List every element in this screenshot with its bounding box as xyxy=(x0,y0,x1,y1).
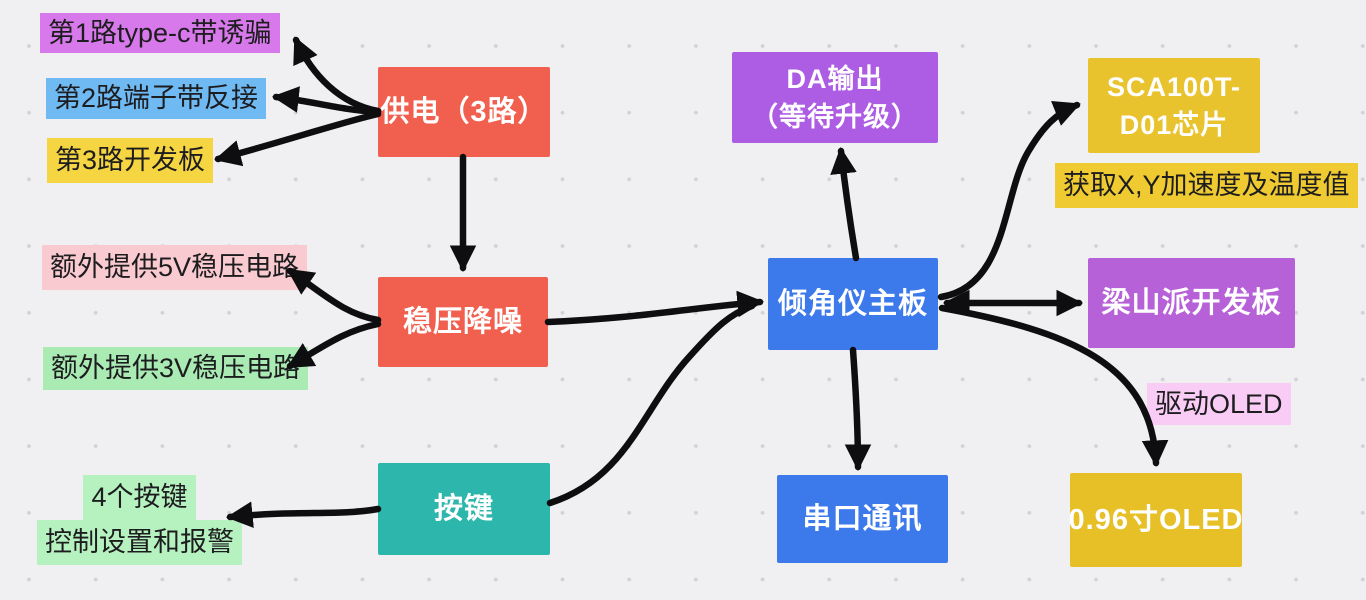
node-regulator[interactable]: 稳压降噪 xyxy=(378,277,548,367)
node-mainboard-text: 倾角仪主板 xyxy=(777,288,928,320)
node-regulator-text: 稳压降噪 xyxy=(402,306,523,338)
label-route3-text: 第3路开发板 xyxy=(47,138,214,183)
node-sca-chip-text: SCA100T- xyxy=(1106,71,1242,102)
label-route2[interactable]: 第2路端子带反接 xyxy=(46,78,267,119)
label-extra3v-text: 额外提供3V稳压电路 xyxy=(43,347,309,390)
label-four-keys-text: 控制设置和报警 xyxy=(37,520,242,565)
node-liangshan[interactable]: 梁山派开发板 xyxy=(1088,258,1295,348)
node-power[interactable]: 供电（3路） xyxy=(378,67,550,157)
label-route3[interactable]: 第3路开发板 xyxy=(47,138,214,183)
label-route2-text: 第2路端子带反接 xyxy=(46,78,267,119)
node-da-output-text: （等待升级） xyxy=(751,101,919,132)
edge-power-to-route2 xyxy=(272,86,382,116)
node-oled[interactable]: 0.96寸OLED xyxy=(1068,473,1244,567)
node-serial-text: 串口通讯 xyxy=(802,503,923,535)
edge-mainboard-to-da xyxy=(830,147,860,262)
label-extra5v-text: 额外提供5V稳压电路 xyxy=(42,245,308,290)
label-four-keys[interactable]: 4个按键控制设置和报警 xyxy=(37,475,242,565)
label-four-keys-text: 4个按键 xyxy=(83,475,196,520)
edge-buttons-to-mainboard xyxy=(546,302,756,507)
label-route1[interactable]: 第1路type-c带诱骗 xyxy=(40,13,280,53)
edge-mainboard-to-serial xyxy=(844,346,872,471)
edge-power-to-route3 xyxy=(214,110,382,167)
edge-regulator-to-mainboard xyxy=(544,290,764,326)
node-sca-chip[interactable]: SCA100T- D01芯片 xyxy=(1088,58,1260,153)
label-drive-oled-text: 驱动OLED xyxy=(1147,383,1291,425)
node-da-output-text: DA输出 xyxy=(786,63,884,94)
node-liangshan-text: 梁山派开发板 xyxy=(1101,287,1282,319)
node-serial[interactable]: 串口通讯 xyxy=(777,475,948,563)
node-buttons-text: 按键 xyxy=(433,493,494,525)
node-mainboard[interactable]: 倾角仪主板 xyxy=(768,258,938,350)
label-get-accel-text: 获取X,Y加速度及温度值 xyxy=(1055,163,1358,208)
label-route1-text: 第1路type-c带诱骗 xyxy=(40,13,280,53)
edge-buttons-to-fourkeys xyxy=(226,501,382,529)
label-extra5v[interactable]: 额外提供5V稳压电路 xyxy=(42,245,308,290)
node-power-text: 供电（3路） xyxy=(380,96,548,128)
node-sca-chip-text: D01芯片 xyxy=(1119,109,1229,140)
node-oled-text: 0.96寸OLED xyxy=(1068,504,1244,536)
node-da-output[interactable]: DA输出 （等待升级） xyxy=(732,52,938,143)
node-buttons[interactable]: 按键 xyxy=(378,463,550,555)
label-get-accel[interactable]: 获取X,Y加速度及温度值 xyxy=(1055,163,1358,208)
edge-power-to-route1 xyxy=(292,36,382,115)
label-extra3v[interactable]: 额外提供3V稳压电路 xyxy=(43,347,309,390)
label-drive-oled[interactable]: 驱动OLED xyxy=(1147,383,1291,425)
